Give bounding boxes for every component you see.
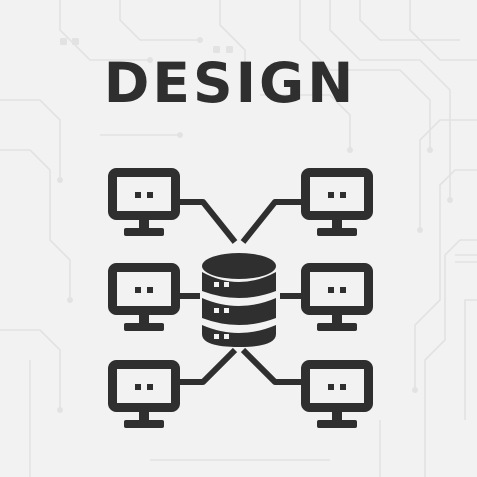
- connector-line: [240, 199, 305, 244]
- connector-line: [173, 347, 238, 385]
- connector-line: [173, 199, 238, 244]
- connector-line: [240, 347, 305, 385]
- page-title: DESIGN: [103, 51, 357, 115]
- database-icon: [202, 253, 276, 347]
- computer-icon: [113, 268, 176, 332]
- computer-icon: [306, 268, 369, 332]
- computer-icon: [306, 365, 369, 429]
- computer-icon: [113, 365, 176, 429]
- computer-icon: [113, 173, 176, 237]
- computer-icon: [306, 173, 369, 237]
